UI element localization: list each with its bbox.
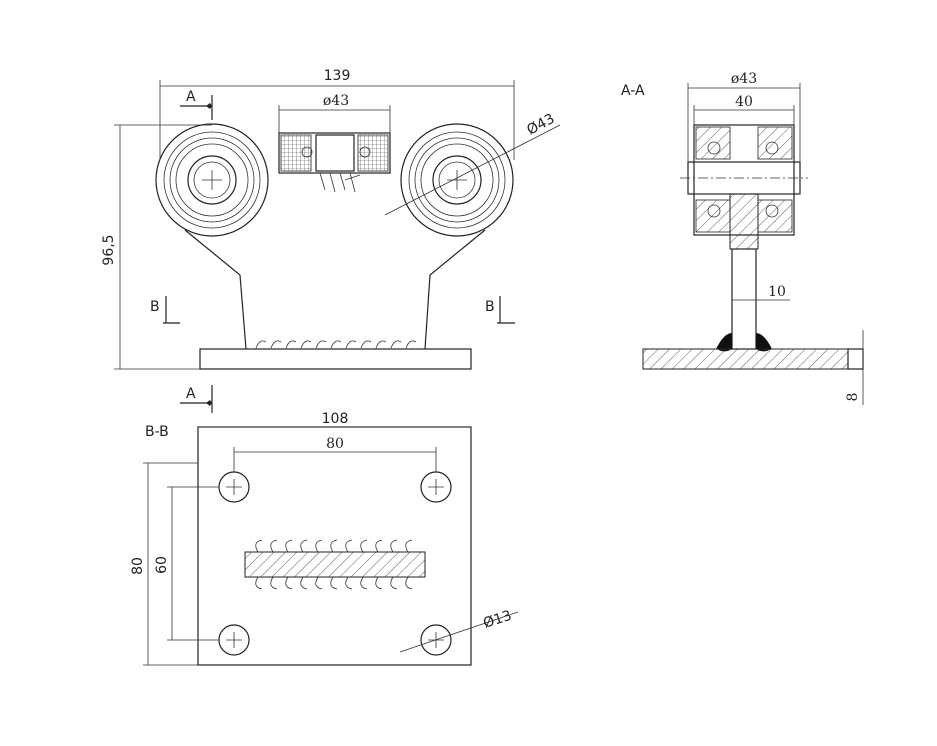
dim-plate-width-label: 108 <box>322 411 349 427</box>
dim-wheel-dia-label: Ø43 <box>524 111 557 139</box>
bb-plate <box>197 426 472 666</box>
dim-hole-dia-label: Ø13 <box>481 608 513 632</box>
section-aa-title: A-A <box>621 83 645 99</box>
dim-hole-spacing-y-label: 60 <box>154 556 170 574</box>
dim-plate-width: 108 <box>198 411 471 428</box>
front-bracket <box>184 229 486 350</box>
dim-plate-height-label: 80 <box>130 557 146 575</box>
section-mark-b-right: B <box>485 296 515 324</box>
section-aa-view: A-A ø43 40 <box>621 71 864 405</box>
dim-aa-outer-dia-label: ø43 <box>731 71 757 87</box>
dim-aa-width: 40 <box>693 94 795 125</box>
section-a-bottom-label: A <box>186 386 196 402</box>
section-mark-a-top: A <box>180 89 213 120</box>
dim-bearing-dia-label: ø43 <box>323 93 349 109</box>
right-wheel <box>400 123 514 237</box>
dim-hole-dia: Ø13 <box>399 608 519 653</box>
dim-aa-stem: 10 <box>732 284 790 301</box>
left-wheel <box>155 123 269 237</box>
dim-aa-outer-dia: ø43 <box>687 71 801 162</box>
dim-hole-spacing-x: 80 <box>233 436 437 472</box>
dim-hole-spacing-x-label: 80 <box>326 436 344 452</box>
dim-aa-plate: 8 <box>845 330 864 405</box>
section-mark-a-bottom: A <box>180 385 213 413</box>
dim-aa-plate-label: 8 <box>845 393 861 402</box>
section-b-left-label: B <box>150 299 160 315</box>
front-base-plate <box>199 348 472 370</box>
section-b-right-label: B <box>485 299 495 315</box>
center-bearing <box>278 132 391 193</box>
dim-front-height: 96,5 <box>101 124 212 370</box>
section-bb-view: B-B A 108 80 <box>130 385 519 666</box>
dim-aa-stem-label: 10 <box>768 284 786 300</box>
dim-front-height-label: 96,5 <box>101 234 117 265</box>
section-bb-title: B-B <box>145 424 169 440</box>
section-mark-b-left: B <box>150 296 180 324</box>
dim-front-width-label: 139 <box>324 68 351 84</box>
front-view: 139 ø43 Ø43 96,5 A B <box>101 68 561 370</box>
dim-aa-width-label: 40 <box>735 94 753 110</box>
bb-weld-slot <box>244 551 426 578</box>
dim-hole-spacing-y: 60 <box>154 486 219 641</box>
dim-plate-height: 80 <box>130 462 198 666</box>
dim-bearing-dia: ø43 <box>278 93 391 133</box>
front-weld <box>255 340 417 349</box>
section-a-top-label: A <box>186 89 196 105</box>
dim-front-width: 139 <box>159 68 515 140</box>
